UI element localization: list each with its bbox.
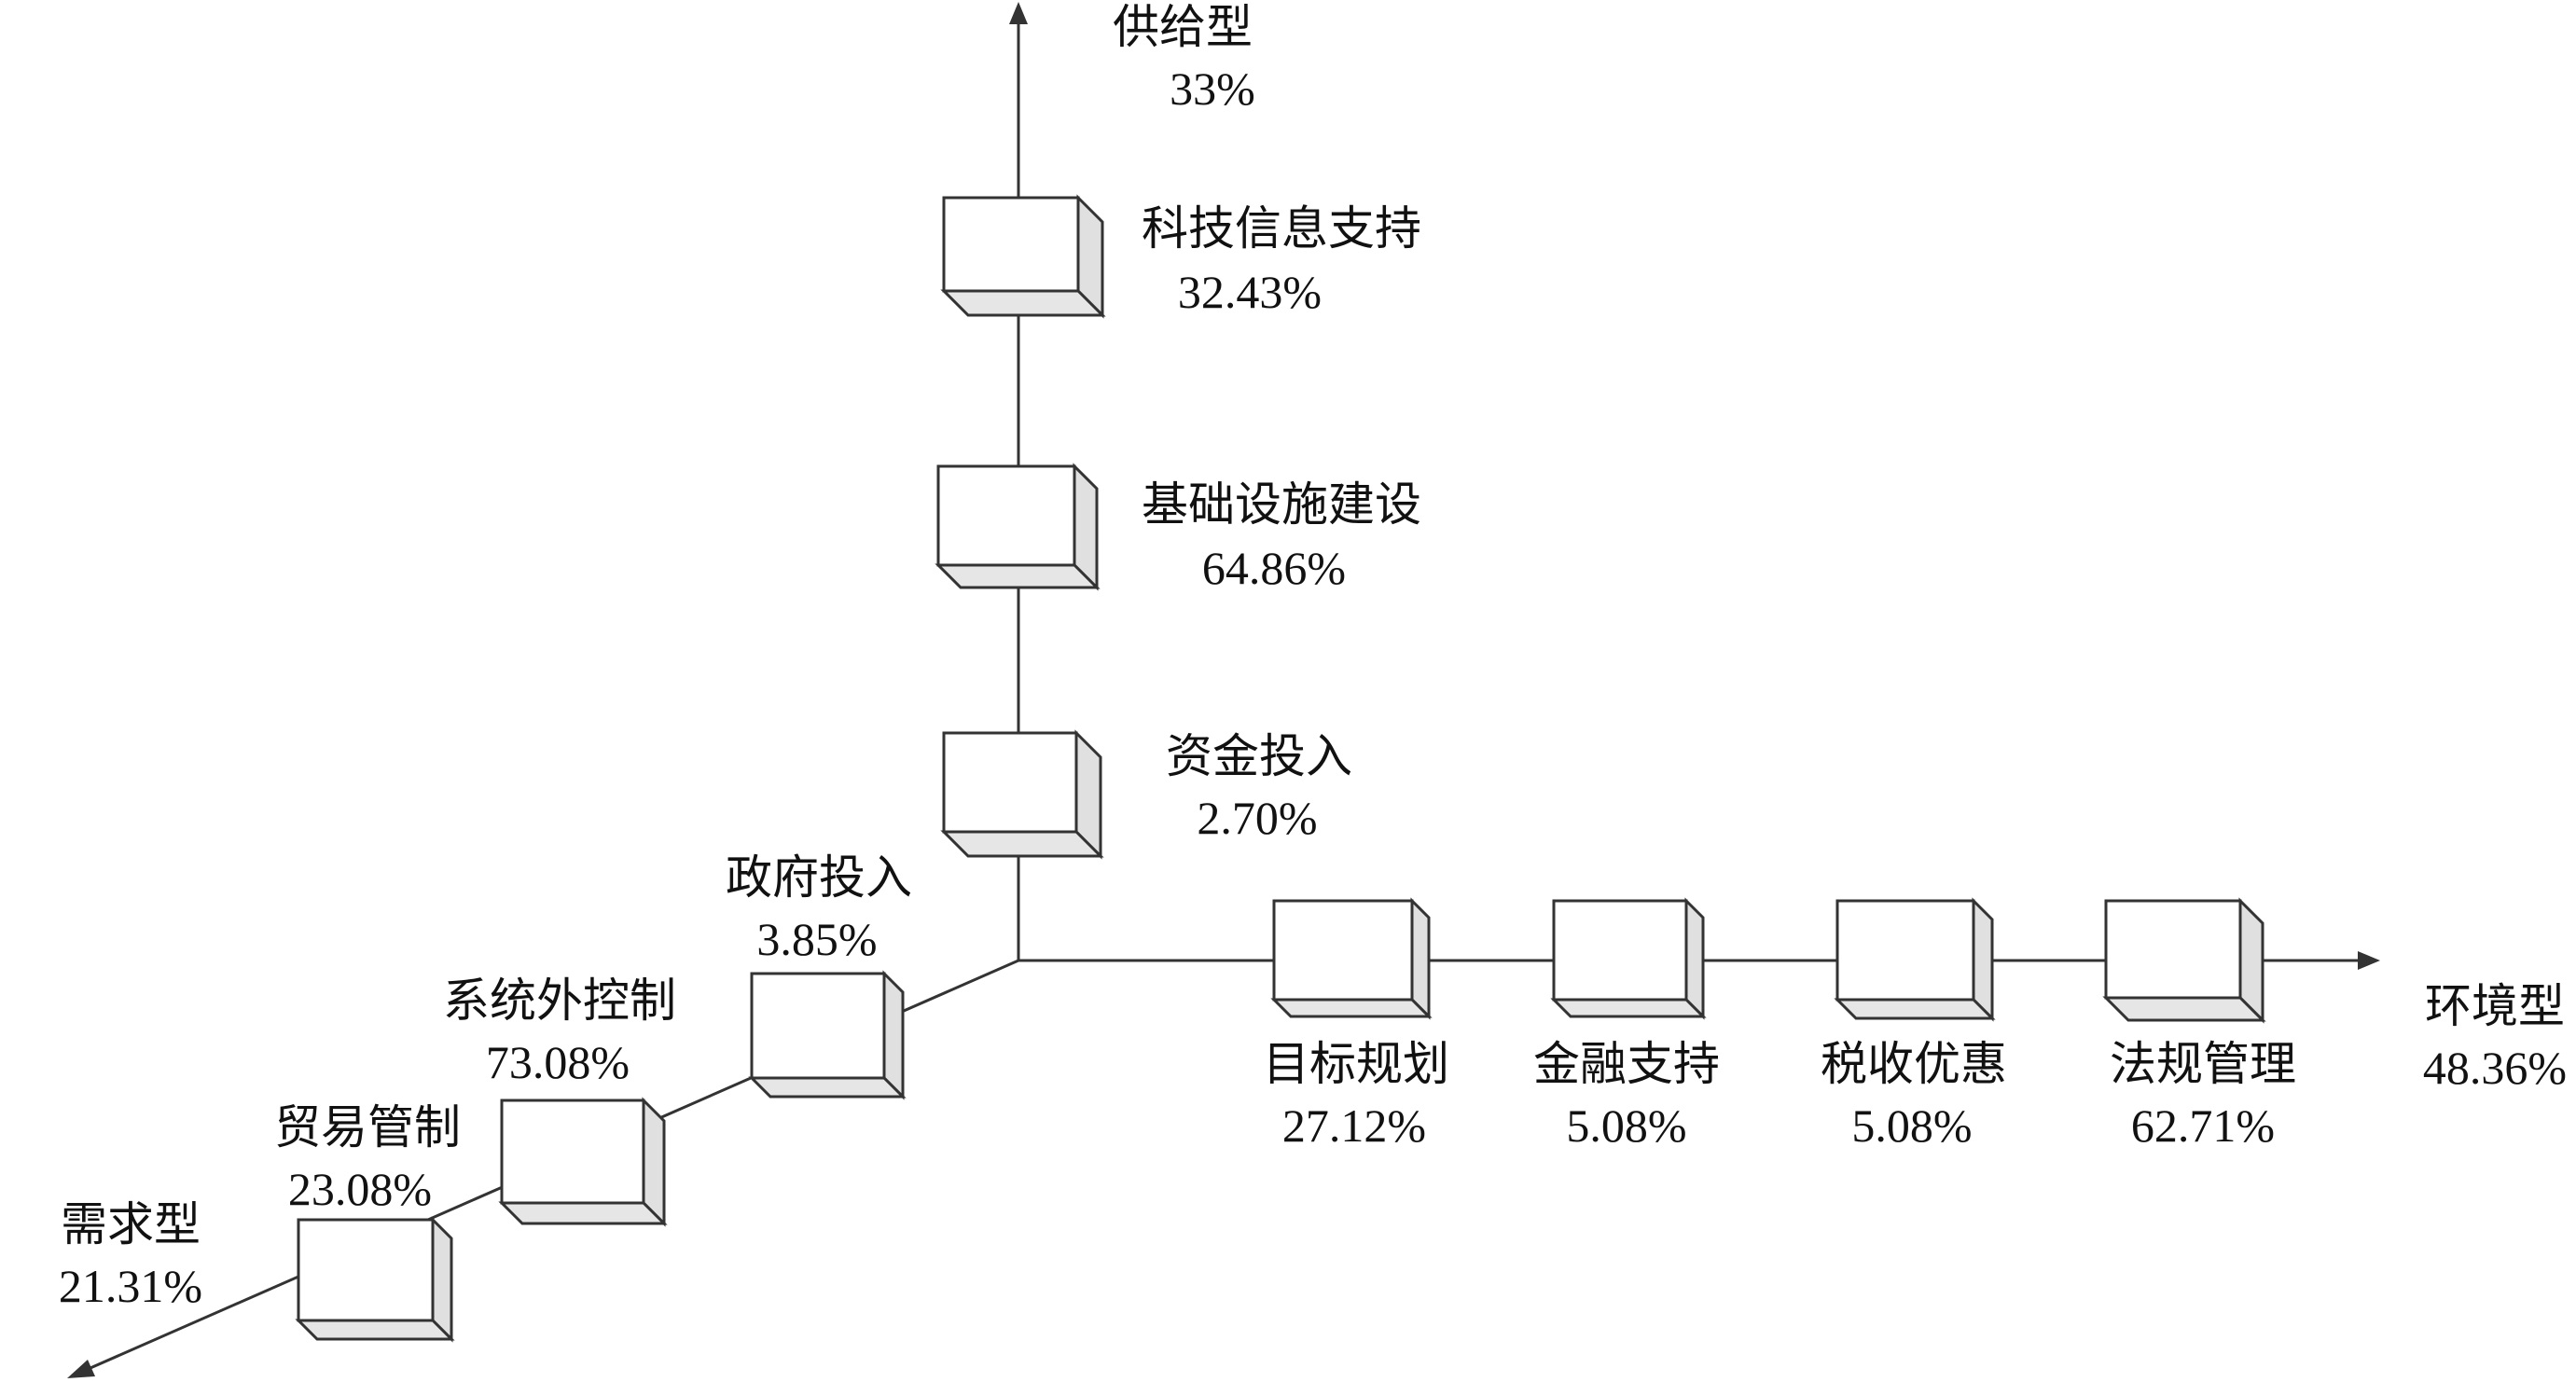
- environment-item-3-name: 税收优惠: [1821, 1038, 2007, 1090]
- environment-axis-title: 环境型: [2425, 980, 2565, 1032]
- axis-titles: 供给型 33% 环境型 48.36% 需求型 21.31%: [59, 1, 2567, 1312]
- environment-item-1-value: 27.12%: [1282, 1099, 1426, 1152]
- demand-box-1-bottom: [748, 1076, 907, 1099]
- demand-item-3-name: 贸易管制: [274, 1101, 461, 1154]
- environment-item-2-value: 5.08%: [1566, 1099, 1686, 1152]
- demand-box-1-front: [750, 972, 886, 1080]
- supply-item-3-name: 资金投入: [1166, 730, 1352, 782]
- environment-item-4-value: 62.71%: [2131, 1099, 2275, 1152]
- demand-box-3-front: [297, 1218, 435, 1322]
- environment-item-1-name: 目标规划: [1263, 1038, 1449, 1090]
- environment-axis-value: 48.36%: [2423, 1042, 2567, 1094]
- demand-box-2: [498, 1097, 668, 1227]
- supply-item-1-name: 科技信息支持: [1142, 202, 1421, 255]
- demand-box-2-front: [500, 1099, 645, 1205]
- supply-item-1-value: 32.43%: [1178, 266, 1322, 318]
- demand-box-2-bottom: [498, 1201, 668, 1225]
- supply-item-2-name: 基础设施建设: [1142, 478, 1421, 531]
- demand-item-1-value: 3.85%: [756, 913, 877, 965]
- environment-box-2: [1550, 897, 1707, 1020]
- demand-item-2-name: 系统外控制: [443, 974, 676, 1027]
- supply-box-3: [940, 729, 1104, 860]
- environment-box-4-bottom: [2102, 996, 2266, 1022]
- demand-axis-arrow-icon: [67, 1360, 95, 1378]
- environment-item-4-name: 法规管理: [2110, 1038, 2296, 1090]
- supply-axis-value: 33%: [1170, 62, 1255, 115]
- environment-box-3: [1834, 897, 1996, 1022]
- environment-box-3-front: [1835, 899, 1975, 1002]
- demand-box-1-side: [882, 970, 905, 1100]
- supply-axis-arrow-icon: [1009, 2, 1028, 24]
- demand-box-1: [748, 970, 907, 1100]
- supply-box-1-bottom: [940, 289, 1106, 317]
- supply-box-2-front: [936, 464, 1076, 567]
- environment-box-1-side: [1410, 897, 1431, 1020]
- demand-labels: 政府投入 3.85% 系统外控制 73.08% 贸易管制 23.08%: [274, 851, 912, 1215]
- environment-box-2-front: [1552, 899, 1688, 1002]
- environment-box-2-bottom: [1550, 998, 1707, 1018]
- supply-box-1: [940, 194, 1106, 319]
- environment-box-2-side: [1684, 897, 1705, 1020]
- supply-labels: 科技信息支持 32.43% 基础设施建设 64.86% 资金投入 2.70%: [1142, 202, 1421, 844]
- environment-item-2-name: 金融支持: [1533, 1038, 1720, 1090]
- environment-box-1: [1270, 897, 1433, 1020]
- supply-box-1-front: [942, 196, 1080, 293]
- environment-labels: 目标规划 27.12% 金融支持 5.08% 税收优惠 5.08% 法规管理 6…: [1263, 1038, 2296, 1152]
- demand-box-3: [295, 1216, 455, 1343]
- environment-box-1-bottom: [1270, 998, 1433, 1018]
- environment-box-4: [2102, 897, 2266, 1024]
- demand-box-3-bottom: [295, 1319, 455, 1341]
- environment-axis-arrow-icon: [2358, 951, 2380, 970]
- environment-item-3-value: 5.08%: [1851, 1099, 1972, 1152]
- demand-item-1-name: 政府投入: [726, 851, 912, 904]
- demand-item-2-value: 73.08%: [486, 1036, 630, 1088]
- supply-box-3-front: [942, 731, 1078, 834]
- demand-axis-value: 21.31%: [59, 1260, 202, 1312]
- demand-item-3-value: 23.08%: [288, 1163, 432, 1215]
- environment-box-4-front: [2104, 899, 2242, 1000]
- environment-box-3-bottom: [1834, 998, 1996, 1020]
- supply-box-2-bottom: [935, 563, 1101, 589]
- supply-axis-title: 供给型: [1113, 1, 1253, 53]
- supply-item-2-value: 64.86%: [1202, 542, 1346, 594]
- supply-item-3-value: 2.70%: [1197, 792, 1317, 844]
- environment-box-1-front: [1272, 899, 1414, 1002]
- supply-box-2: [935, 463, 1101, 591]
- demand-box-3-side: [431, 1216, 453, 1343]
- demand-axis-title: 需求型: [61, 1198, 201, 1251]
- supply-box-3-bottom: [940, 830, 1104, 858]
